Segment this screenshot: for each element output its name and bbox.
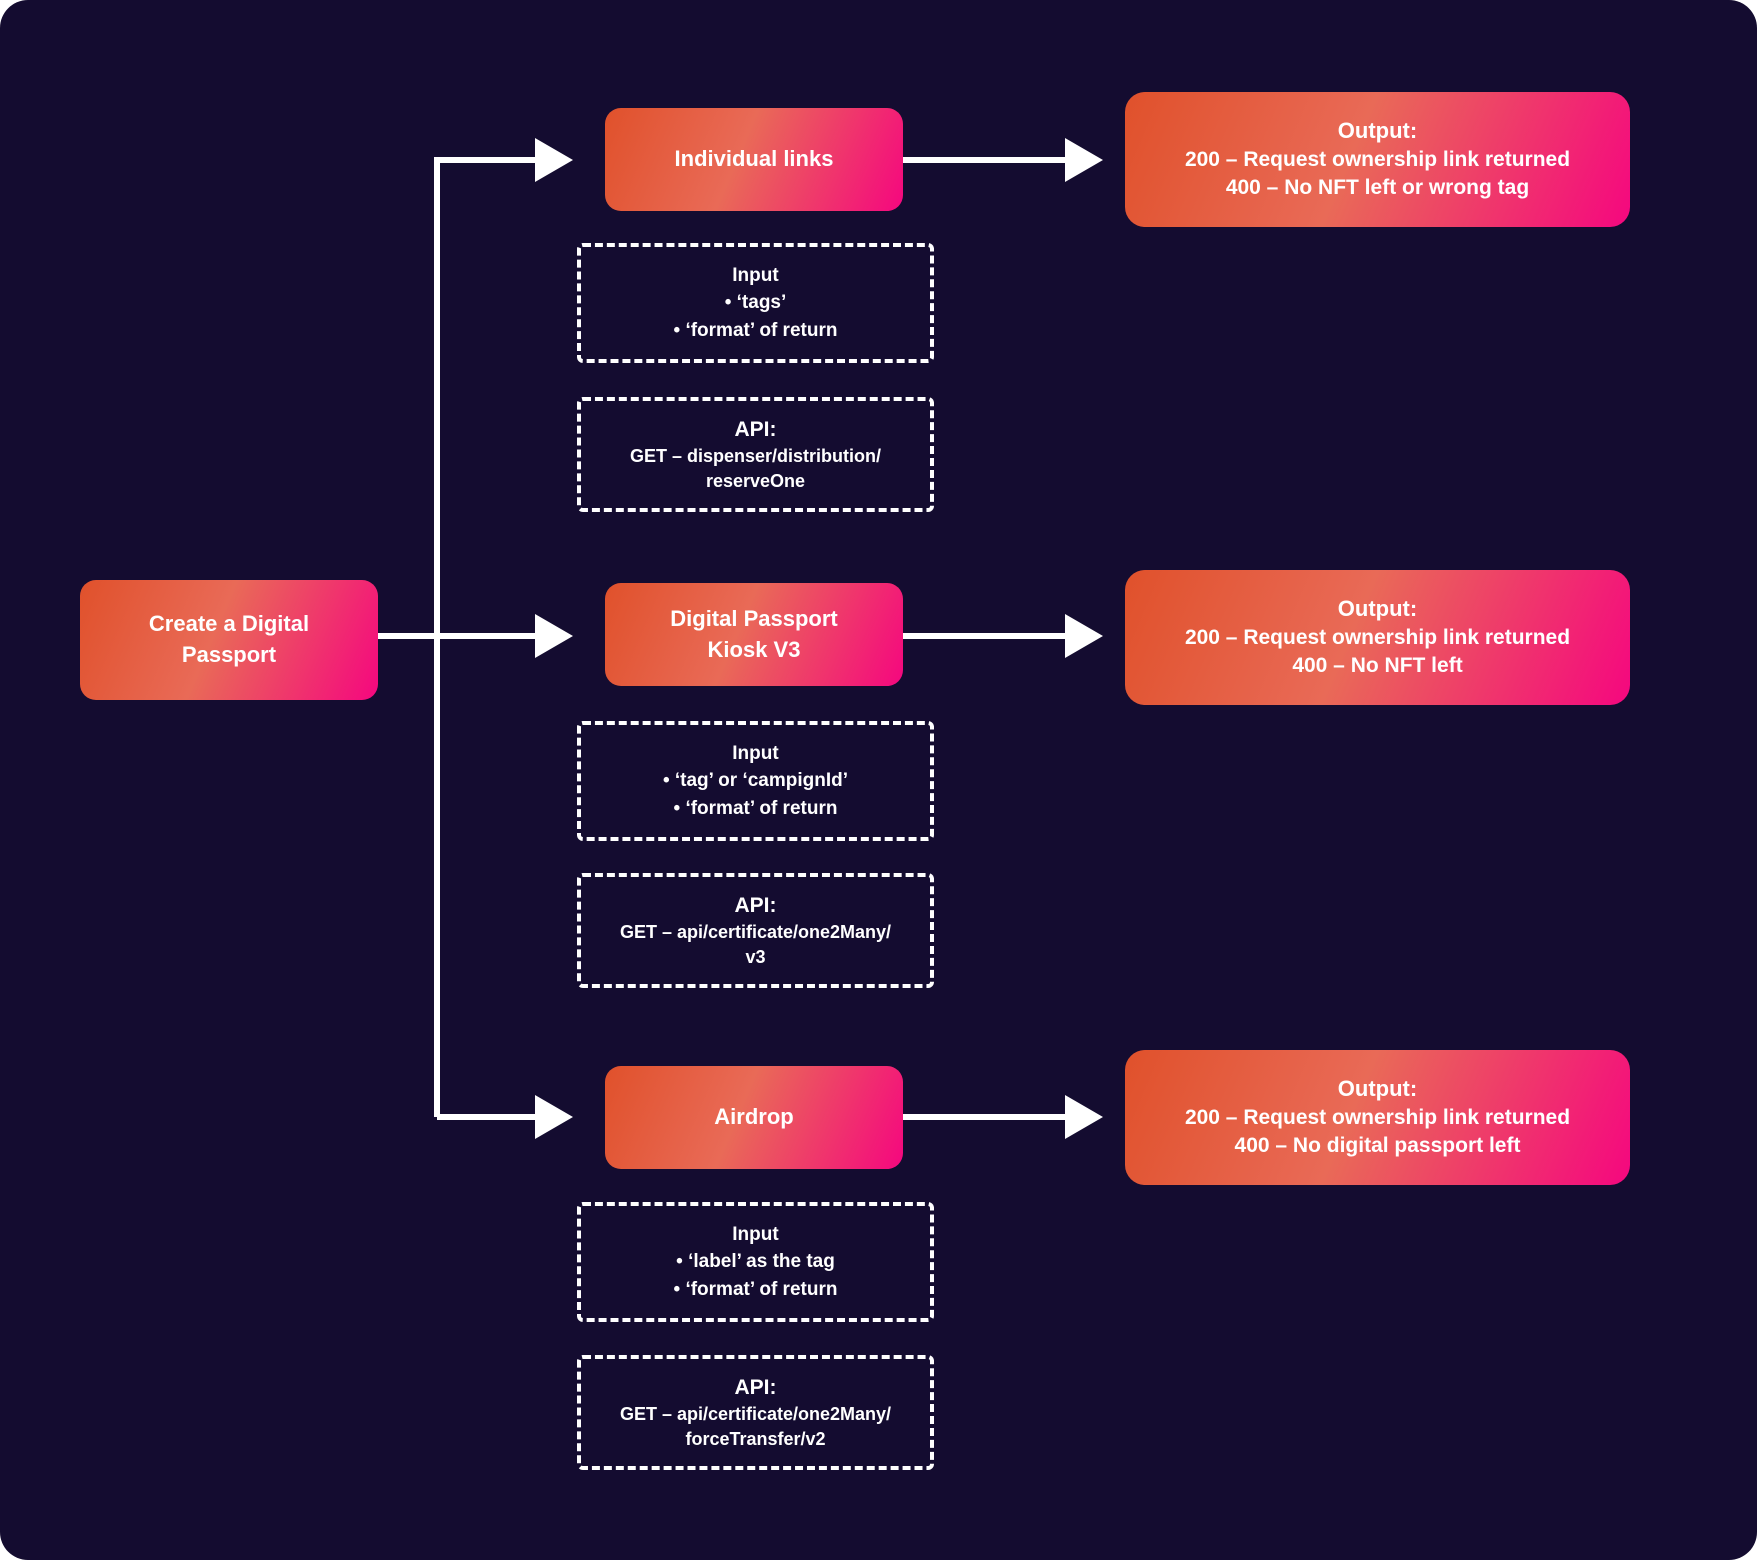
api-endpoint-line: GET – api/certificate/one2Many/	[619, 1404, 892, 1424]
api-title: API:	[734, 1375, 777, 1399]
api-endpoint-line: reserveOne	[705, 471, 806, 492]
api-endpoint-line: GET – api/certificate/one2Many/	[619, 922, 892, 942]
node-airdrop: Airdrop	[605, 1066, 903, 1169]
api-box-kiosk-v3: API: GET – api/certificate/one2Many/ v3	[577, 873, 934, 988]
output-box-kiosk-v3: Output: 200 – Request ownership link ret…	[1125, 570, 1630, 705]
input-box-kiosk-v3: Input • ‘tag’ or ‘campignId’ • ‘format’ …	[577, 721, 934, 841]
node-label: Individual links	[674, 146, 834, 172]
output-box-individual-links: Output: 200 – Request ownership link ret…	[1125, 92, 1630, 227]
arrowhead-icon	[535, 614, 573, 658]
api-box-airdrop: API: GET – api/certificate/one2Many/ for…	[577, 1355, 934, 1470]
api-title: API:	[734, 893, 777, 917]
api-box-individual-links: API: GET – dispenser/distribution/ reser…	[577, 397, 934, 512]
input-item: • ‘label’ as the tag	[676, 1251, 835, 1273]
output-line-400: 400 – No digital passport left	[1234, 1134, 1521, 1158]
input-box-airdrop: Input • ‘label’ as the tag • ‘format’ of…	[577, 1202, 934, 1322]
node-create-digital-passport: Create a Digital Passport	[80, 580, 378, 700]
output-line-200: 200 – Request ownership link returned	[1184, 626, 1571, 649]
output-title: Output:	[1337, 1076, 1418, 1102]
output-line-200: 200 – Request ownership link returned	[1184, 148, 1571, 171]
input-item: • ‘format’ of return	[673, 319, 838, 341]
node-digital-passport-kiosk-v3: Digital Passport Kiosk V3	[605, 583, 903, 686]
api-endpoint-line: forceTransfer/v2	[685, 1429, 826, 1450]
input-item: • ‘format’ of return	[673, 797, 838, 819]
arrowhead-icon	[1065, 1095, 1103, 1139]
output-line-200: 200 – Request ownership link returned	[1184, 1106, 1571, 1129]
api-endpoint-line: v3	[745, 947, 766, 968]
node-individual-links: Individual links	[605, 108, 903, 211]
arrowhead-icon	[535, 138, 573, 182]
arrowhead-icon	[535, 1095, 573, 1139]
input-item: • ‘format’ of return	[673, 1278, 838, 1300]
api-title: API:	[734, 417, 777, 441]
input-title: Input	[732, 742, 779, 764]
input-title: Input	[732, 1223, 779, 1245]
input-item: • ‘tag’ or ‘campignId’	[662, 770, 849, 792]
connector-top-branch	[434, 157, 537, 1117]
input-title: Input	[732, 264, 779, 286]
node-label: Create a Digital Passport	[148, 611, 310, 667]
output-title: Output:	[1337, 118, 1418, 144]
api-endpoint-line: GET – dispenser/distribution/	[629, 446, 882, 466]
output-line-400: 400 – No NFT left	[1292, 654, 1463, 678]
node-label: Airdrop	[714, 1104, 794, 1130]
input-item: • ‘tags’	[724, 292, 787, 314]
input-box-individual-links: Input • ‘tags’ • ‘format’ of return	[577, 243, 934, 363]
output-title: Output:	[1337, 596, 1418, 622]
output-line-400: 400 – No NFT left or wrong tag	[1225, 176, 1530, 200]
arrowhead-icon	[1065, 614, 1103, 658]
arrowhead-icon	[1065, 138, 1103, 182]
node-label: Digital Passport Kiosk V3	[670, 605, 838, 662]
output-box-airdrop: Output: 200 – Request ownership link ret…	[1125, 1050, 1630, 1185]
